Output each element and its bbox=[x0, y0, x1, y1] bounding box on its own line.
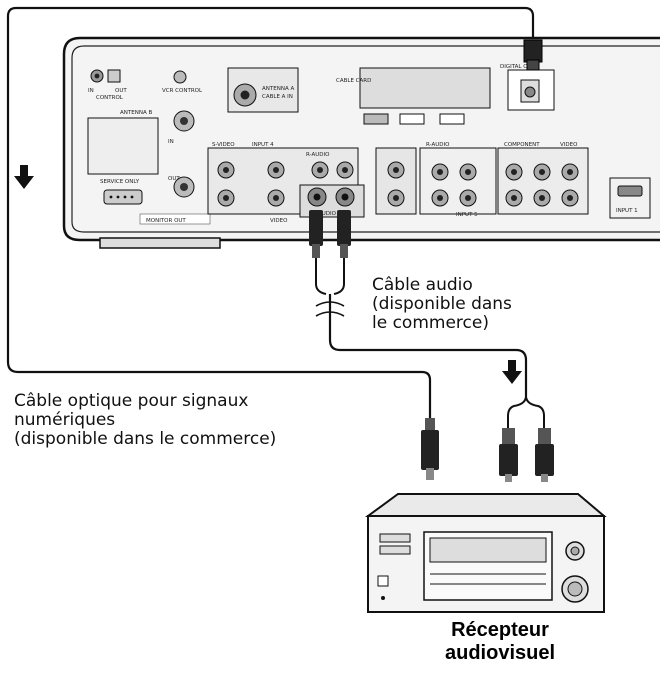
audio-out-label: AUDIO bbox=[318, 211, 337, 217]
video-label: VIDEO bbox=[270, 218, 288, 224]
monitor-top-label: IN bbox=[168, 139, 174, 145]
optical-cable bbox=[6, 6, 535, 418]
audio-cable-line-2: (disponible dans bbox=[372, 294, 512, 314]
antenna-b-label: ANTENNA B bbox=[120, 110, 152, 116]
down-arrow-icon-2 bbox=[502, 360, 522, 384]
audio-cable-line-3: le commerce) bbox=[372, 313, 489, 333]
service-only-label: SERVICE ONLY bbox=[100, 179, 140, 185]
cable-a-in-label: CABLE A IN bbox=[262, 94, 293, 100]
audio-cable-line-1: Câble audio bbox=[372, 275, 473, 295]
video-b-label: VIDEO bbox=[560, 142, 578, 148]
r-audio-label-2: R-AUDIO bbox=[426, 142, 450, 148]
ctrl-control-label: CONTROL bbox=[96, 95, 124, 101]
ctrl-out-label: OUT bbox=[115, 88, 127, 94]
tv-back-panel: IN OUT CONTROL VCR CONTROL ANTENNA B IN … bbox=[62, 36, 660, 249]
optical-cable-label: Câble optique pour signaux numériques (d… bbox=[14, 392, 276, 449]
optical-plug-tv bbox=[523, 39, 543, 71]
antenna-a-label: ANTENNA A bbox=[262, 86, 294, 92]
receiver-label-line-2: audiovisuel bbox=[444, 642, 556, 664]
receiver-label-line-1: Récepteur bbox=[451, 619, 549, 641]
optical-cable-line-1: Câble optique pour signaux bbox=[14, 391, 249, 411]
down-arrow-icon bbox=[14, 165, 34, 189]
av-receiver bbox=[364, 493, 607, 613]
monitor-out-label: MONITOR OUT bbox=[146, 218, 186, 224]
receiver-label: Récepteur audiovisuel bbox=[440, 619, 560, 665]
component-label: COMPONENT bbox=[504, 142, 540, 148]
optical-plug-receiver bbox=[421, 418, 439, 480]
s-video-label: S-VIDEO bbox=[212, 142, 235, 148]
cable-card-label: CABLE CARD bbox=[336, 78, 371, 84]
input4-label: INPUT 4 bbox=[252, 142, 274, 148]
out-label: OUT bbox=[168, 176, 180, 182]
input5-label: INPUT 5 bbox=[456, 212, 478, 218]
optical-cable-line-2: numériques bbox=[14, 410, 116, 430]
r-audio-label: R-AUDIO bbox=[306, 152, 330, 158]
optical-cable-line-3: (disponible dans le commerce) bbox=[14, 429, 277, 449]
input1-label: INPUT 1 bbox=[616, 208, 638, 214]
vcr-control-label: VCR CONTROL bbox=[162, 88, 203, 94]
audio-cable-label: Câble audio (disponible dans le commerce… bbox=[372, 276, 512, 333]
audio-cable bbox=[309, 210, 554, 482]
ctrl-in-label: IN bbox=[88, 88, 94, 94]
digital-out-label: DIGITAL OUT bbox=[500, 64, 536, 70]
